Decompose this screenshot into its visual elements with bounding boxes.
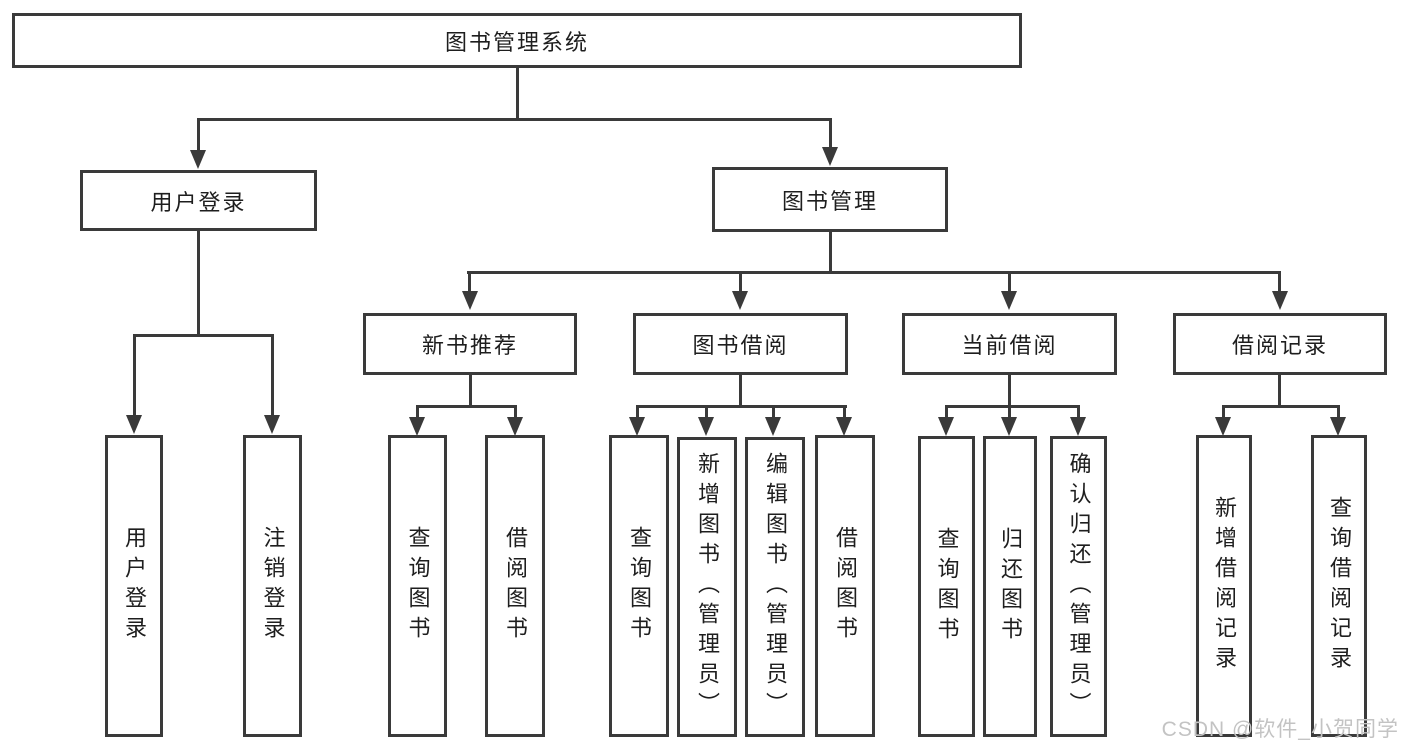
node-library-management-system: 图书管理系统	[12, 13, 1022, 68]
node-label: 查询借阅记录	[1327, 496, 1352, 676]
node-add-borrow-record: 新增借阅记录	[1196, 435, 1252, 737]
connector-new-book-bar	[416, 405, 517, 408]
arrow-down-icon	[732, 291, 748, 310]
node-label: 借阅图书	[503, 526, 528, 646]
node-borrow-books-recommend: 借阅图书	[485, 435, 545, 737]
arrow-down-icon	[1001, 417, 1017, 436]
connector-current-borrow-stem	[1008, 375, 1011, 408]
arrow-down-icon	[1330, 417, 1346, 436]
connector-root-bar	[197, 118, 832, 121]
node-label: 借阅记录	[1231, 333, 1328, 358]
connector-borrow-record-stem	[1278, 375, 1281, 408]
connector-drop	[1008, 405, 1011, 419]
connector-drop-borrow-record	[1278, 271, 1281, 293]
node-borrowing-records: 借阅记录	[1173, 313, 1387, 375]
node-label: 新增借阅记录	[1212, 496, 1237, 676]
arrow-down-icon	[822, 147, 838, 166]
node-new-book-recommendation: 新书推荐	[363, 313, 577, 375]
node-book-management: 图书管理	[712, 167, 948, 232]
connector-user-login-stem	[197, 231, 200, 336]
connector-drop-book-borrow	[739, 271, 742, 293]
node-logout: 注销登录	[243, 435, 302, 737]
connector-new-book-stem	[469, 375, 472, 408]
arrow-down-icon	[1070, 417, 1086, 436]
node-query-books-recommend: 查询图书	[388, 435, 447, 737]
node-label: 注销登录	[260, 526, 286, 646]
node-query-borrow-record: 查询借阅记录	[1311, 435, 1367, 737]
node-label: 图书管理	[781, 188, 878, 214]
arrow-down-icon	[1215, 417, 1231, 436]
connector-drop	[705, 405, 708, 419]
arrow-down-icon	[1272, 291, 1288, 310]
node-user-login: 用户登录	[80, 170, 317, 231]
connector-drop	[1222, 405, 1225, 419]
connector-drop	[945, 405, 948, 419]
node-label: 查询图书	[627, 526, 652, 646]
node-query-books-borrowing: 查询图书	[609, 435, 669, 737]
connector-root-stem	[516, 68, 519, 120]
arrow-down-icon	[1001, 291, 1017, 310]
connector-borrow-record-bar	[1222, 405, 1340, 408]
node-edit-books-admin: 编辑图书（管理员）	[745, 437, 805, 737]
connector-drop	[514, 405, 517, 419]
node-query-books-current: 查询图书	[918, 436, 975, 737]
node-user-login-leaf: 用户登录	[105, 435, 163, 737]
connector-drop-current-borrow	[1008, 271, 1011, 293]
connector-drop-logout-leaf	[271, 334, 274, 417]
connector-current-borrow-bar	[945, 405, 1080, 408]
connector-drop-user-login	[197, 118, 200, 152]
arrow-down-icon	[698, 417, 714, 436]
arrow-down-icon	[264, 415, 280, 434]
arrow-down-icon	[836, 417, 852, 436]
node-label: 当前借阅	[961, 333, 1058, 358]
arrow-down-icon	[507, 417, 523, 436]
node-current-borrowing: 当前借阅	[902, 313, 1117, 375]
node-add-books-admin: 新增图书（管理员）	[677, 437, 737, 737]
node-label: 新书推荐	[421, 333, 518, 358]
connector-book-borrow-stem	[739, 375, 742, 408]
node-borrow-books-borrowing: 借阅图书	[815, 435, 875, 737]
arrow-down-icon	[765, 417, 781, 436]
node-label: 图书管理系统	[444, 29, 589, 55]
connector-user-login-bar	[133, 334, 274, 337]
node-label: 确认归还（管理员）	[1066, 451, 1092, 722]
node-label: 编辑图书（管理员）	[763, 452, 788, 722]
connector-drop	[1337, 405, 1340, 419]
node-label: 用户登录	[122, 526, 147, 646]
node-label: 图书借阅	[692, 333, 789, 358]
arrow-down-icon	[190, 150, 206, 169]
node-label: 新增图书（管理员）	[695, 452, 720, 722]
connector-drop	[772, 405, 775, 419]
connector-drop	[843, 405, 846, 419]
node-return-books: 归还图书	[983, 436, 1037, 737]
arrow-down-icon	[126, 415, 142, 434]
connector-drop	[636, 405, 639, 419]
node-label: 查询图书	[934, 526, 960, 647]
connector-book-management-bar	[467, 271, 1281, 274]
node-label: 用户登录	[150, 189, 247, 215]
arrow-down-icon	[938, 417, 954, 436]
connector-drop-new-book	[468, 271, 471, 293]
arrow-down-icon	[629, 417, 645, 436]
arrow-down-icon	[462, 291, 478, 310]
connector-drop	[416, 405, 419, 419]
node-book-borrowing: 图书借阅	[633, 313, 848, 375]
connector-book-management-stem	[829, 232, 832, 274]
arrow-down-icon	[409, 417, 425, 436]
node-label: 归还图书	[998, 526, 1023, 647]
connector-drop-login-leaf	[133, 334, 136, 417]
watermark: CSDN @软件_小贺同学	[1161, 718, 1399, 741]
connector-book-borrow-bar	[636, 405, 847, 408]
connector-drop-book-management	[829, 118, 832, 151]
node-label: 借阅图书	[833, 526, 858, 646]
connector-drop	[1077, 405, 1080, 419]
node-confirm-return-admin: 确认归还（管理员）	[1050, 436, 1107, 737]
node-label: 查询图书	[405, 526, 431, 646]
